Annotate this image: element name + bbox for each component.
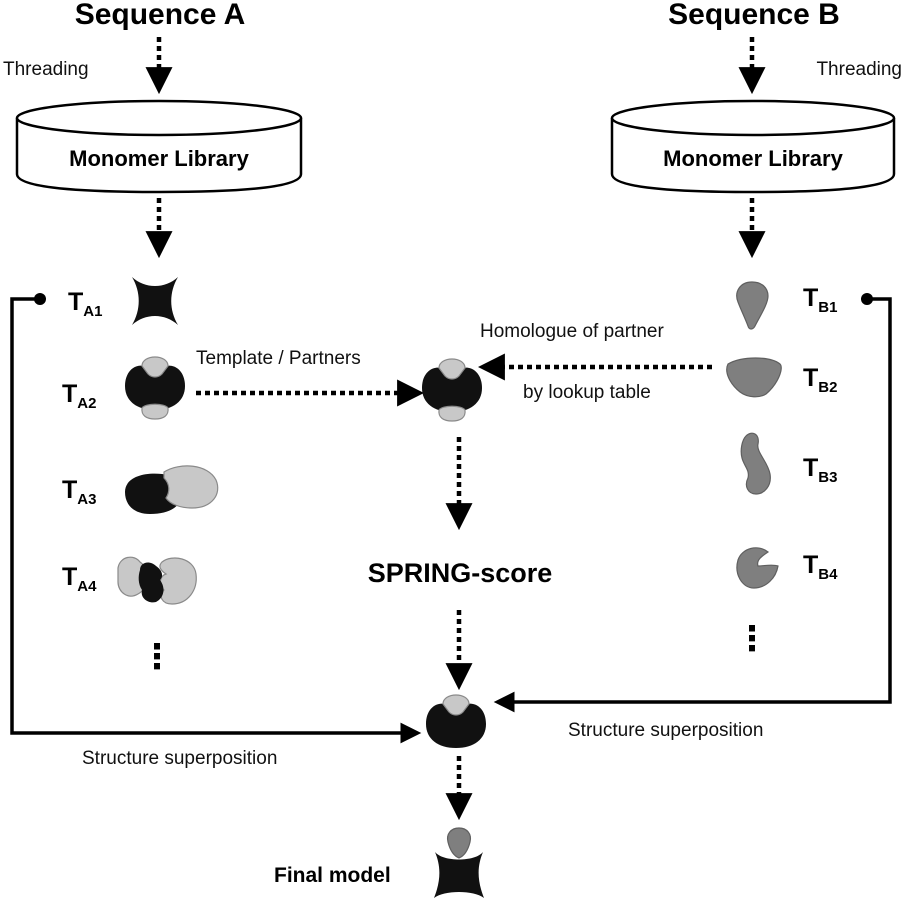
template-label-a3: TA3 xyxy=(62,476,96,508)
template-label-b3: TB3 xyxy=(803,454,837,486)
template-label-b2: TB2 xyxy=(803,364,837,396)
homologue-label-line1: Homologue of partner xyxy=(480,321,664,342)
monomer-library-a-label: Monomer Library xyxy=(69,146,249,171)
superposition-line-b xyxy=(493,297,892,713)
superposition-label-a: Structure superposition xyxy=(82,748,277,769)
template-label-b4: TB4 xyxy=(803,551,838,583)
threading-label-a: Threading xyxy=(3,59,89,80)
template-b4-shape xyxy=(736,547,779,589)
template-label-a1: TA1 xyxy=(68,288,102,320)
superposition-label-b: Structure superposition xyxy=(568,720,763,741)
template-b3-shape xyxy=(740,432,771,495)
template-a2-complex xyxy=(125,356,185,420)
monomer-library-b: Monomer Library xyxy=(610,99,896,194)
template-a3-complex xyxy=(125,465,219,514)
spring-score-label: SPRING-score xyxy=(368,558,553,588)
center-complex xyxy=(422,358,482,422)
threading-label-b: Threading xyxy=(816,59,902,80)
ellipsis-a: ⋮ xyxy=(140,638,174,676)
final-model-label: Final model xyxy=(274,864,391,887)
monomer-library-a: Monomer Library xyxy=(15,99,303,194)
superposition-line-a xyxy=(10,297,422,744)
template-label-b1: TB1 xyxy=(803,284,837,316)
sequence-a-title: Sequence A xyxy=(75,0,246,31)
monomer-library-b-label: Monomer Library xyxy=(663,146,843,171)
template-a1-shape xyxy=(132,277,178,325)
sequence-b-title: Sequence B xyxy=(668,0,840,31)
template-a4-complex xyxy=(117,556,197,605)
template-b1-shape xyxy=(736,281,769,330)
template-label-a2: TA2 xyxy=(62,380,96,412)
homologue-label-line2: by lookup table xyxy=(523,382,651,403)
final-model-shape xyxy=(434,827,484,898)
template-label-a4: TA4 xyxy=(62,563,97,595)
ellipsis-b: ⋮ xyxy=(735,620,769,658)
template-partners-label: Template / Partners xyxy=(196,348,361,369)
template-b2-shape xyxy=(726,357,782,398)
superposed-complex xyxy=(426,694,486,748)
